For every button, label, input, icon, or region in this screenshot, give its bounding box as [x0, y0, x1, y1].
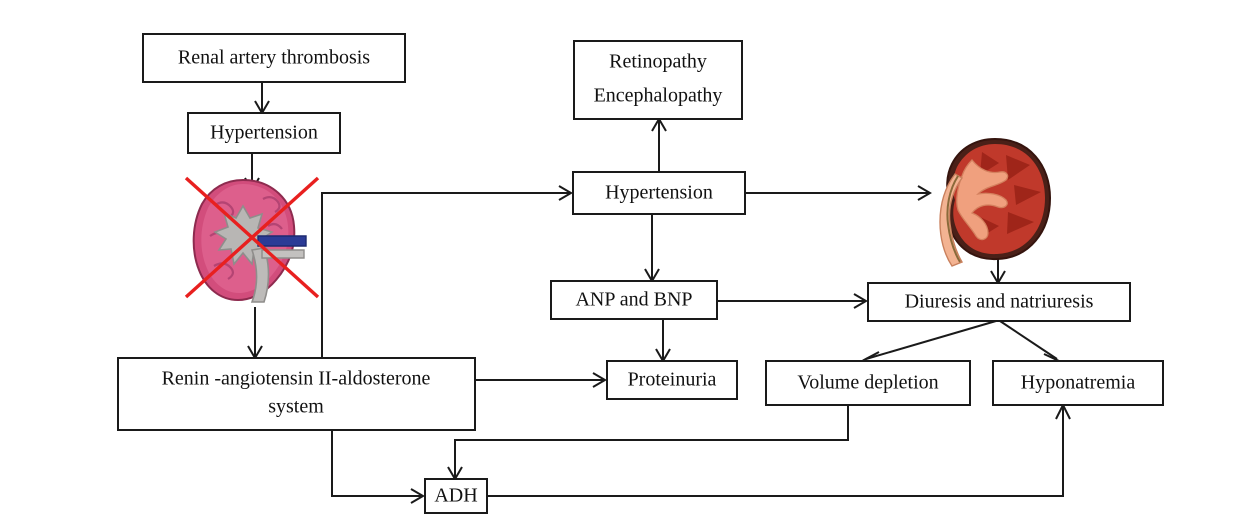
node-label: Volume depletion [797, 372, 938, 394]
edge-adh-to-hyponatremia [487, 402, 1071, 497]
node-hypertension-right[interactable]: Hypertension [572, 171, 746, 215]
node-label: Renal artery thrombosis [178, 47, 370, 69]
edge-hypertension-to-retinopathy [651, 117, 667, 172]
kidney-illustration-crossed-out [184, 176, 320, 303]
node-label: ANP and BNP [575, 289, 692, 311]
kidney-cross-section-illustration [939, 137, 1052, 267]
edge-layer [244, 82, 1071, 504]
edge-anp-bnp-to-diuresis [717, 293, 868, 309]
edge-renin-to-adh [331, 430, 425, 504]
node-diuresis-and-natriuresis[interactable]: Diuresis and natriuresis [867, 282, 1131, 322]
node-hyponatremia[interactable]: Hyponatremia [992, 360, 1164, 406]
red-cross-icon [184, 176, 320, 299]
node-renal-artery-thrombosis[interactable]: Renal artery thrombosis [142, 33, 406, 83]
node-label: ADH [434, 485, 477, 507]
edge-thrombosis-to-hypertension [254, 82, 270, 115]
node-label: Diuresis and natriuresis [905, 291, 1094, 313]
edge-kidney-blocked-to-renin [247, 307, 263, 360]
node-label-line-2: system [268, 396, 324, 418]
node-retinopathy-encephalopathy[interactable]: Retinopathy Encephalopathy [573, 40, 743, 120]
node-label: Hyponatremia [1021, 372, 1136, 394]
node-label: Proteinuria [628, 369, 717, 391]
edge-kidney-section-to-diuresis [990, 258, 1006, 285]
edge-volume-depletion-to-adh [447, 405, 849, 481]
edge-renin-to-hypertension-right [321, 185, 573, 358]
edge-hypertension-to-anp-bnp [644, 214, 660, 283]
node-proteinuria[interactable]: Proteinuria [606, 360, 738, 400]
node-label-line-1: Retinopathy [609, 51, 707, 73]
node-anp-and-bnp[interactable]: ANP and BNP [550, 280, 718, 320]
node-adh[interactable]: ADH [424, 478, 488, 514]
edge-anp-bnp-to-proteinuria [655, 319, 671, 363]
node-hypertension-left[interactable]: Hypertension [187, 112, 341, 154]
edge-hypertension-to-kidney-section [745, 185, 932, 201]
node-label: Hypertension [210, 122, 318, 144]
node-layer: Renal artery thrombosis Hypertension Ret… [117, 33, 1164, 514]
edge-renin-to-proteinuria [475, 372, 607, 388]
node-volume-depletion[interactable]: Volume depletion [765, 360, 971, 406]
node-label-line-2: Encephalopathy [594, 85, 723, 107]
node-label-line-1: Renin -angiotensin II-aldosterone [162, 368, 431, 390]
node-renin-angiotensin-system[interactable]: Renin -angiotensin II-aldosterone system [117, 357, 476, 431]
node-label: Hypertension [605, 182, 713, 204]
